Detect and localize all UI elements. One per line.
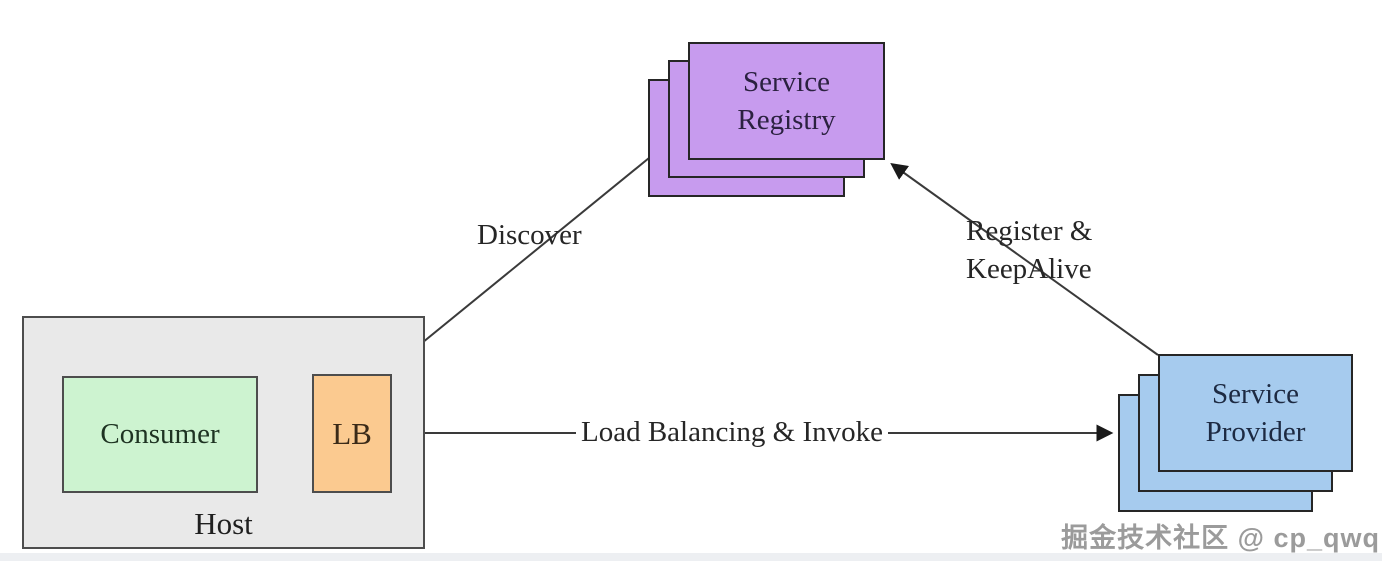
bottom-strip [0,553,1382,561]
host-node-label: Host [194,506,253,541]
discover-edge-label: Discover [477,219,582,251]
service-registry-node: Service Registry [648,42,885,198]
service-provider-front: Service Provider [1158,354,1353,472]
register-keepalive-edge-label: Register & KeepAlive [966,215,1093,285]
service-provider-node: Service Provider [1118,354,1353,512]
service-registry-front: Service Registry [688,42,885,160]
service-provider-label: Service Provider [1205,377,1306,448]
load-balancing-invoke-edge-label: Load Balancing & Invoke [576,414,888,452]
lb-node: LB [312,374,392,493]
watermark-text: 掘金技术社区 @ cp_qwq [1061,523,1380,553]
consumer-node: Consumer [62,376,258,493]
edge-discover [387,157,650,372]
service-registry-label: Service Registry [737,65,836,136]
